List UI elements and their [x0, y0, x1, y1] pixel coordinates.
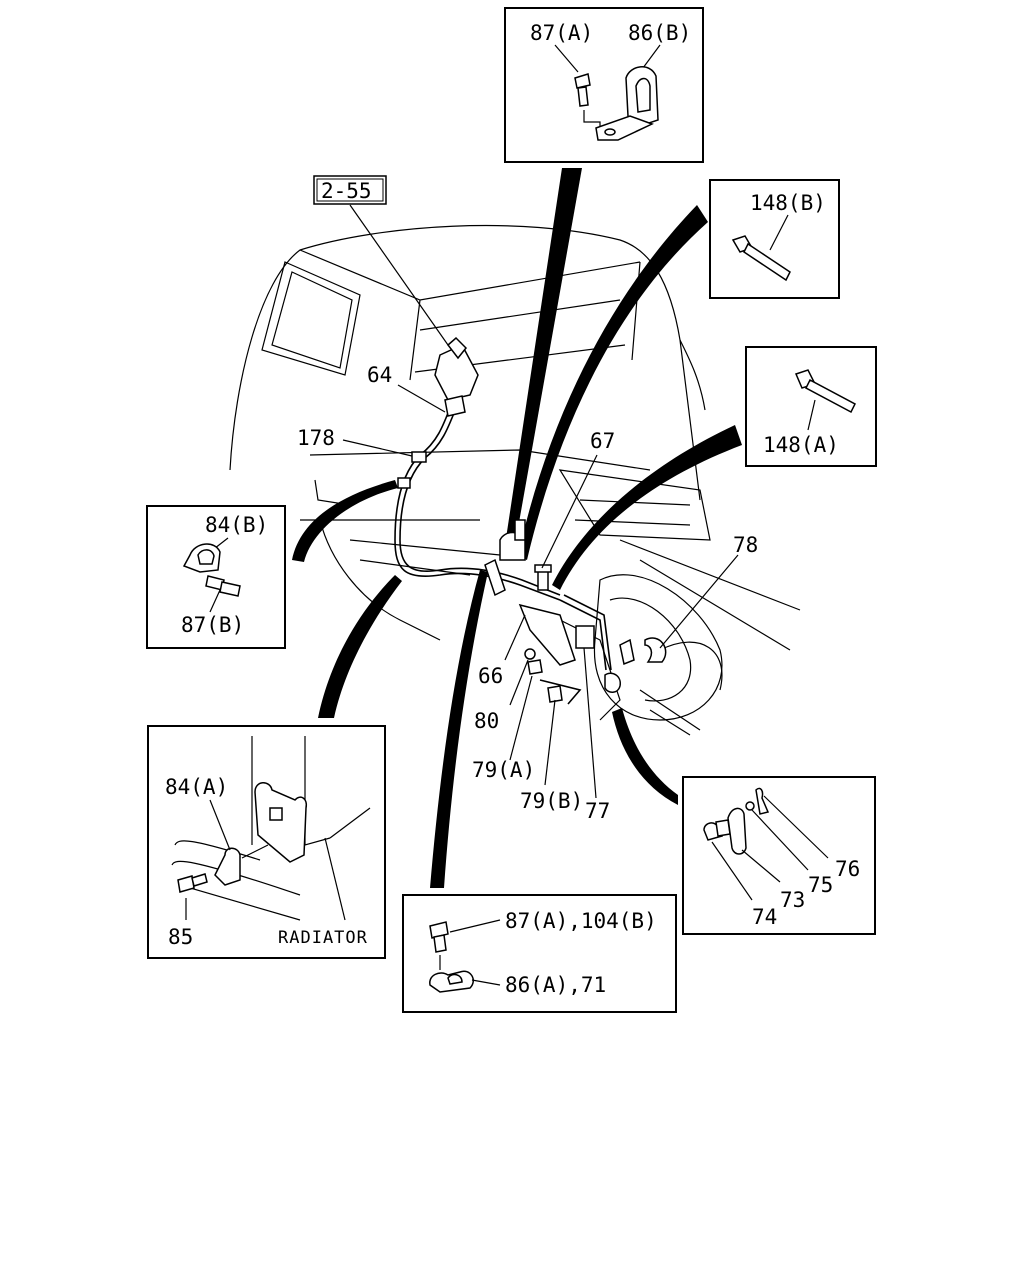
inset-top-right-label: 86(B) — [628, 21, 691, 45]
callout-67: 67 — [590, 429, 615, 453]
inset-bottom-clip: 87(A),104(B) 86(A),71 — [402, 894, 677, 1013]
inset-tie-b-label: 148(B) — [750, 191, 826, 215]
callout-80: 80 — [474, 709, 499, 733]
page-reference[interactable]: 2-55 — [313, 175, 387, 205]
inset-bottom-clip-label: 86(A),71 — [505, 973, 606, 997]
clip-178 — [397, 451, 506, 597]
inset-tie-a: 148(A) — [745, 346, 877, 467]
inset-bracket-74: 74 — [752, 905, 777, 929]
center-callouts: 64 178 67 78 66 80 79(A) 79(B) 77 — [297, 363, 758, 823]
callout-79a: 79(A) — [472, 758, 535, 782]
inset-radiator-clip-label: 84(A) — [165, 775, 228, 799]
page-reference-label: 2-55 — [321, 179, 372, 203]
callout-178: 178 — [297, 426, 335, 450]
inset-left-clip-top-label: 84(B) — [205, 513, 268, 537]
inset-tie-a-label: 148(A) — [763, 433, 839, 457]
inset-left-clip: 84(B) 87(B) — [146, 505, 286, 649]
inset-bracket-73: 73 — [780, 888, 805, 912]
bracket-67 — [499, 519, 667, 705]
inset-bracket: 73 74 75 76 — [682, 776, 876, 935]
inset-bracket-75: 75 — [808, 873, 833, 897]
switch-part — [434, 336, 479, 417]
callout-leaders — [342, 204, 739, 799]
inset-radiator-bolt-label: 85 — [168, 925, 193, 949]
leader-wedges — [292, 168, 742, 888]
callout-77: 77 — [585, 799, 610, 823]
callout-64: 64 — [367, 363, 392, 387]
callout-66: 66 — [478, 664, 503, 688]
inset-bracket-76: 76 — [835, 857, 860, 881]
inset-radiator: 84(A) 85 RADIATOR — [147, 725, 386, 959]
inset-radiator-name: RADIATOR — [278, 928, 368, 948]
callout-79b: 79(B) — [520, 789, 583, 813]
inset-top-left-label: 87(A) — [530, 21, 593, 45]
inset-top: 87(A) 86(B) — [504, 7, 704, 163]
inset-bottom-clip-bolt-label: 87(A),104(B) — [505, 909, 657, 933]
callout-78: 78 — [733, 533, 758, 557]
cable-harness — [394, 394, 612, 671]
inset-left-clip-bottom-label: 87(B) — [181, 613, 244, 637]
inset-tie-b: 148(B) — [709, 179, 840, 299]
